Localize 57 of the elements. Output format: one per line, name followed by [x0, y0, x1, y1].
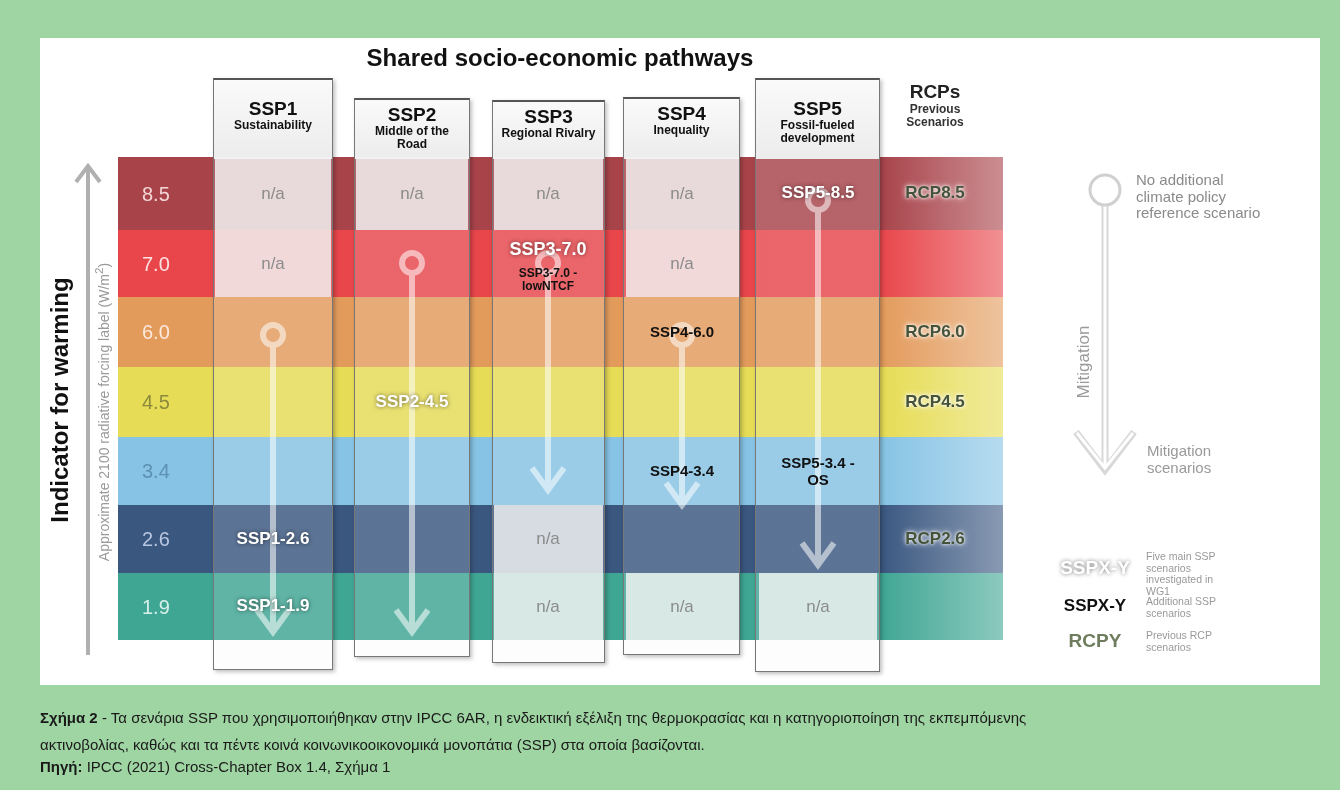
- legend-sample: SSPX-Y: [1059, 557, 1131, 579]
- diagram-title: Shared socio-economic pathways: [365, 44, 755, 72]
- forcing-value: 8.5: [142, 182, 170, 205]
- column-heading: SSP2: [386, 104, 438, 125]
- forcing-band: [118, 367, 1003, 437]
- arrow-label: Mitigation: [1074, 324, 1094, 401]
- scenario-label: SSP1-1.9: [235, 596, 311, 616]
- column-heading: SSP4: [656, 103, 707, 124]
- legend-text: Previous RCP scenarios: [1146, 630, 1213, 654]
- na-cell: n/a: [625, 573, 739, 640]
- na-cell: n/a: [493, 573, 603, 640]
- scenario-label: SSP5-3.4 -OS: [780, 454, 856, 488]
- scenario-label: SSP2-4.5: [374, 392, 450, 412]
- na-cell: n/a: [356, 157, 468, 230]
- legend-text: Additional SSP scenarios: [1146, 596, 1217, 620]
- rcp-label: RCP2.6: [904, 529, 966, 549]
- source-note: Πηγή: IPCC (2021) Cross-Chapter Box 1.4, Σχήμα 1: [40, 758, 392, 775]
- scenario-label: SSP3-7.0 -lowNTCF: [517, 266, 579, 294]
- forcing-value: 1.9: [142, 595, 170, 618]
- rcp-label: RCP8.5: [904, 183, 966, 203]
- na-cell: n/a: [215, 157, 331, 230]
- scenario-label: SSP4-3.4: [648, 462, 716, 480]
- column-heading: SSP3: [523, 106, 574, 127]
- rcp-label: RCP4.5: [904, 392, 966, 412]
- na-cell: n/a: [625, 230, 739, 297]
- forcing-band: [118, 297, 1003, 367]
- scenario-label: SSP5-8.5: [780, 183, 856, 203]
- forcing-value: 7.0: [142, 252, 170, 275]
- na-cell: n/a: [215, 230, 331, 297]
- forcing-band: [118, 437, 1003, 505]
- rcp-label: RCP6.0: [904, 322, 966, 342]
- column-subtitle: Regional Rivalry: [500, 127, 597, 140]
- forcing-value: 4.5: [142, 390, 170, 414]
- column-heading: RCPs: [908, 81, 962, 103]
- figure-caption: Σχήμα 2 - Τα σενάρια SSP που χρησιμοποιήθηκαν στην IPCC 6AR, η ενδεικτική εξέλιξη της θερμοκρασίας και η κατηγοριοποίηση της εκπεμπόμενης ακτινοβολίας, καθώς και τα πέντε κοινά κοινωνικοοικονομικά μονοπάτια (SSP) στα οποία βασίζονται.: [40, 708, 1028, 755]
- scenario-label: SSP3-7.0: [508, 240, 588, 260]
- na-cell: n/a: [625, 157, 739, 230]
- axis-title: Indicator for warming: [46, 276, 74, 525]
- na-cell: n/a: [493, 505, 603, 573]
- column-heading: SSP5: [792, 98, 843, 119]
- column-subtitle: Middle of the Road: [374, 125, 450, 151]
- column-subtitle: Fossil-fueled development: [779, 119, 856, 145]
- legend-text: Five main SSP scenarios investigated in WG1: [1146, 551, 1217, 597]
- forcing-value: 6.0: [142, 320, 170, 344]
- na-cell: n/a: [759, 573, 877, 640]
- column-subtitle: Sustainability: [233, 119, 313, 132]
- annotation-text: No additional climate policy reference scenario: [1136, 172, 1262, 222]
- column-subtitle: Inequality: [652, 124, 711, 137]
- legend-sample: SSPX-Y: [1062, 596, 1128, 616]
- column-subtitle: Previous Scenarios: [905, 102, 965, 130]
- annotation-text: Mitigation scenarios: [1147, 443, 1213, 476]
- na-cell: n/a: [493, 157, 603, 230]
- forcing-value: 2.6: [142, 527, 170, 551]
- column-heading: SSP1: [247, 98, 299, 119]
- scenario-label: SSP1-2.6: [235, 529, 311, 549]
- legend-sample: RCPY: [1067, 630, 1123, 652]
- scenario-label: SSP4-6.0: [648, 323, 716, 341]
